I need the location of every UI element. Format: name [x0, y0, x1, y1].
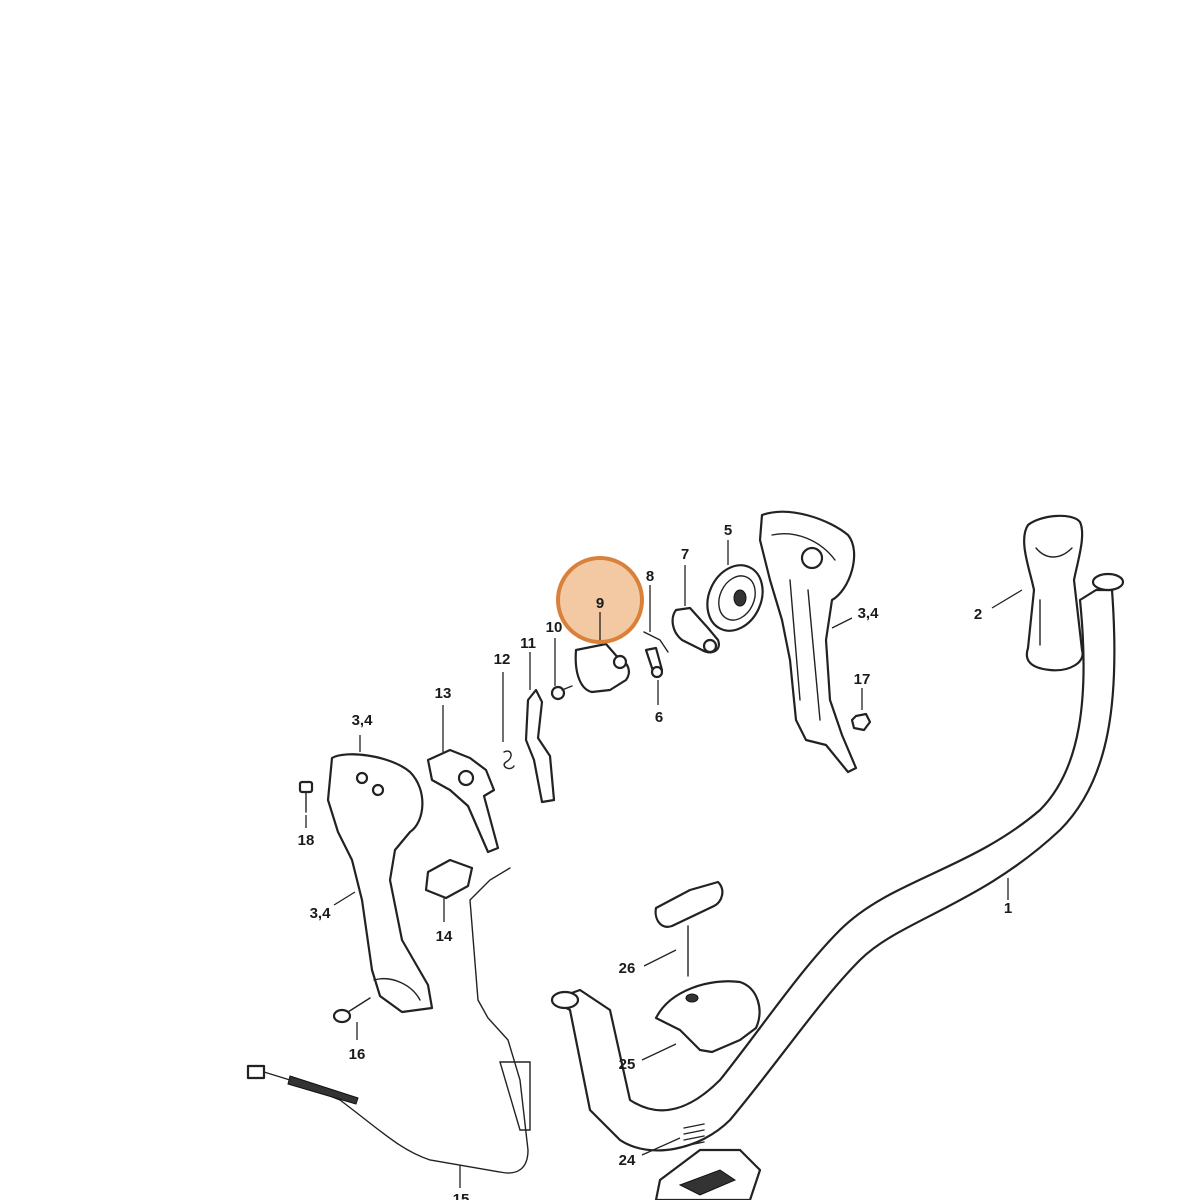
label-18: 18 — [298, 832, 315, 849]
nut-17 — [850, 688, 872, 732]
highlight-marker[interactable]: 9 — [556, 556, 644, 644]
cam-lever — [671, 565, 720, 654]
ratchet-wheel — [706, 540, 764, 632]
label-15: 15 — [453, 1191, 470, 1200]
label-25: 25 — [619, 1056, 636, 1073]
spring-clip — [643, 585, 669, 653]
label-13: 13 — [435, 685, 452, 702]
pivot-pin — [644, 646, 664, 705]
screw-16 — [332, 997, 371, 1040]
label-6: 6 — [655, 709, 663, 726]
handle-housing-left — [326, 735, 434, 1014]
label-16: 16 — [349, 1046, 366, 1063]
handle-housing-right — [758, 510, 858, 774]
clamp-upper — [641, 980, 761, 1061]
label-10: 10 — [546, 619, 563, 636]
grip-sleeve — [991, 514, 1084, 672]
screw-18 — [298, 780, 314, 828]
label-1: 1 — [1004, 900, 1012, 917]
label-3-4-left-bottom: 3,4 — [310, 905, 332, 922]
interlock-lever — [524, 652, 556, 804]
switch-connector — [424, 858, 474, 922]
highlight-circle[interactable] — [556, 556, 644, 644]
throttle-cable — [246, 867, 531, 1188]
label-3-4-top: 3,4 — [858, 605, 880, 622]
small-screw — [550, 638, 573, 701]
torsion-spring — [502, 672, 515, 770]
handlebar-tube — [550, 572, 1125, 1152]
label-5: 5 — [724, 522, 732, 539]
label-24: 24 — [619, 1152, 636, 1169]
label-9: 9 — [596, 595, 604, 612]
label-3-4-left-top: 3,4 — [352, 712, 374, 729]
label-12: 12 — [494, 651, 511, 668]
wing-bolt — [643, 880, 724, 977]
label-11: 11 — [520, 635, 536, 652]
label-8: 8 — [646, 568, 654, 585]
part-labels: 1 2 3,4 5 7 8 6 10 11 12 13 3,4 17 18 3,… — [298, 522, 1013, 1200]
label-7: 7 — [681, 546, 689, 563]
label-2: 2 — [974, 606, 982, 623]
label-26: 26 — [619, 960, 636, 977]
clamp-lower — [641, 1123, 762, 1200]
label-14: 14 — [436, 928, 453, 945]
throttle-trigger-part — [574, 642, 630, 694]
stop-switch — [426, 705, 500, 854]
label-17: 17 — [854, 671, 871, 688]
